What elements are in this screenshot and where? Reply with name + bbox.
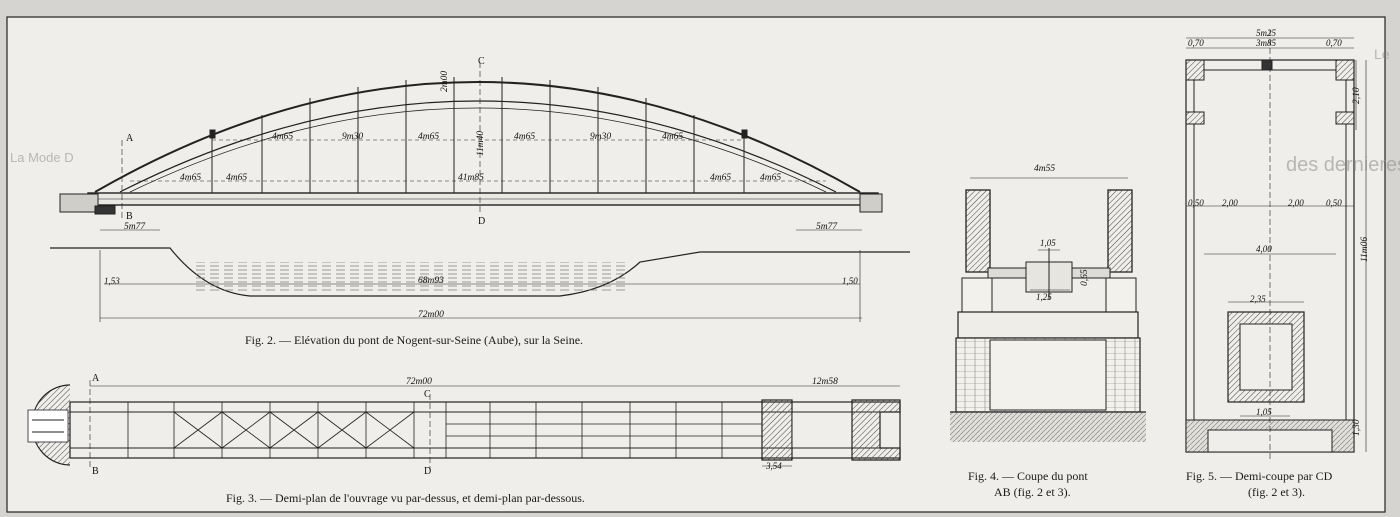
label-d-fig3: D: [424, 466, 432, 477]
dim-fig4-height: 0,65: [1080, 269, 1090, 286]
label-c-fig2: C: [478, 56, 485, 67]
dim-fig5-top: 5m25: [1256, 28, 1276, 38]
caption-fig3: Fig. 3. — Demi-plan de l'ouvrage vu par-…: [226, 491, 585, 505]
dim-center-panel-3: 9m30: [590, 132, 612, 142]
plan-bracing: [127, 402, 762, 458]
label-d-fig2: D: [478, 216, 486, 227]
dim-panel-2: 4m65: [514, 132, 536, 142]
dim-rise: 11m40: [476, 130, 486, 156]
bleed-text-3: La Mode D: [10, 150, 74, 165]
dim-fig5-edge-right: 0,70: [1326, 38, 1342, 48]
riverbed: [50, 247, 910, 297]
dim-plan-abutment: 12m58: [812, 377, 838, 387]
dim-fig4-width: 4m55: [1034, 164, 1056, 174]
plan-pier: [761, 399, 793, 461]
arch-lower: [119, 100, 837, 193]
fig3-plan: [27, 380, 901, 470]
dim-panel-4: 4m65: [180, 173, 202, 183]
arch-upper: [94, 81, 861, 193]
dim-panel: 4m65: [272, 132, 294, 142]
fig4-arch-right: [1107, 189, 1133, 273]
dim-fig5-right: 2,00: [1288, 198, 1304, 208]
dim-fig5-side-right: 0,50: [1326, 198, 1342, 208]
dim-plan-total: 72m00: [406, 377, 432, 387]
dim-fig5-bottom-h: 1,30: [1352, 419, 1362, 436]
label-c-fig3: C: [424, 389, 431, 400]
fig5-section: [1185, 30, 1367, 460]
abutment-left: [59, 193, 99, 213]
fig4-section: [950, 177, 1146, 442]
caption-fig4-line2: AB (fig. 2 et 3).: [994, 485, 1071, 499]
dim-fig5-height: 11m06: [1360, 236, 1370, 262]
dim-fig5-inner: 3m85: [1256, 38, 1276, 48]
fig4-arch-left: [965, 189, 991, 273]
caption-fig2: Fig. 2. — Elévation du pont de Nogent-su…: [245, 333, 584, 347]
dim-panel-7: 4m65: [760, 173, 782, 183]
dim-end-left: 5m77: [124, 222, 146, 232]
dim-center-panel: 9m30: [342, 132, 364, 142]
bleed-text-1: des dernieres rou: [1286, 154, 1400, 176]
dim-fig5-rise: 2,10: [1352, 87, 1362, 104]
label-b-fig2: B: [126, 211, 133, 222]
dim-fig5-bottom-w: 1,05: [1256, 407, 1272, 417]
caption-fig5-line2: (fig. 2 et 3).: [1248, 485, 1305, 499]
dim-end-right: 5m77: [816, 222, 838, 232]
label-a-fig2: A: [126, 133, 134, 144]
label-b-fig3: B: [92, 466, 99, 477]
caption-fig5-line1: Fig. 5. — Demi-coupe par CD: [1186, 469, 1333, 483]
label-a-fig3: A: [92, 373, 100, 384]
caption-fig4-line1: Fig. 4. — Coupe du pont: [968, 469, 1088, 483]
dim-fig4-inner: 1,05: [1040, 238, 1056, 248]
bleed-text-2: Le: [1374, 46, 1390, 62]
dim-fig5-edge-left: 0,70: [1188, 38, 1204, 48]
dim-panel-3: 4m65: [662, 132, 684, 142]
dim-river: 68m93: [418, 276, 444, 286]
dim-fig4-beam: 1,25: [1036, 292, 1052, 302]
fig4-pier-cap: [957, 311, 1139, 339]
dim-crown: 2m00: [440, 70, 450, 92]
dim-panel-5: 4m65: [226, 173, 248, 183]
dim-fig5-box: 2,35: [1250, 294, 1266, 304]
dim-panel-6: 4m65: [710, 173, 732, 183]
dim-bank-left: 1,53: [104, 276, 120, 286]
plan-deck: [69, 401, 901, 459]
dim-span: 41m85: [458, 173, 484, 183]
dim-fig5-deck: 4,00: [1256, 244, 1272, 254]
dim-fig5-left: 2,00: [1222, 198, 1238, 208]
dim-bank-right: 1,50: [842, 276, 858, 286]
fig2-elevation: [50, 62, 910, 322]
dim-total: 72m00: [418, 310, 444, 320]
dim-center-panel-2: 4m65: [418, 132, 440, 142]
dim-fig5-side-left: 0,50: [1188, 198, 1204, 208]
dim-plan-pier: 3,54: [766, 461, 782, 471]
abutment-right: [859, 193, 883, 213]
